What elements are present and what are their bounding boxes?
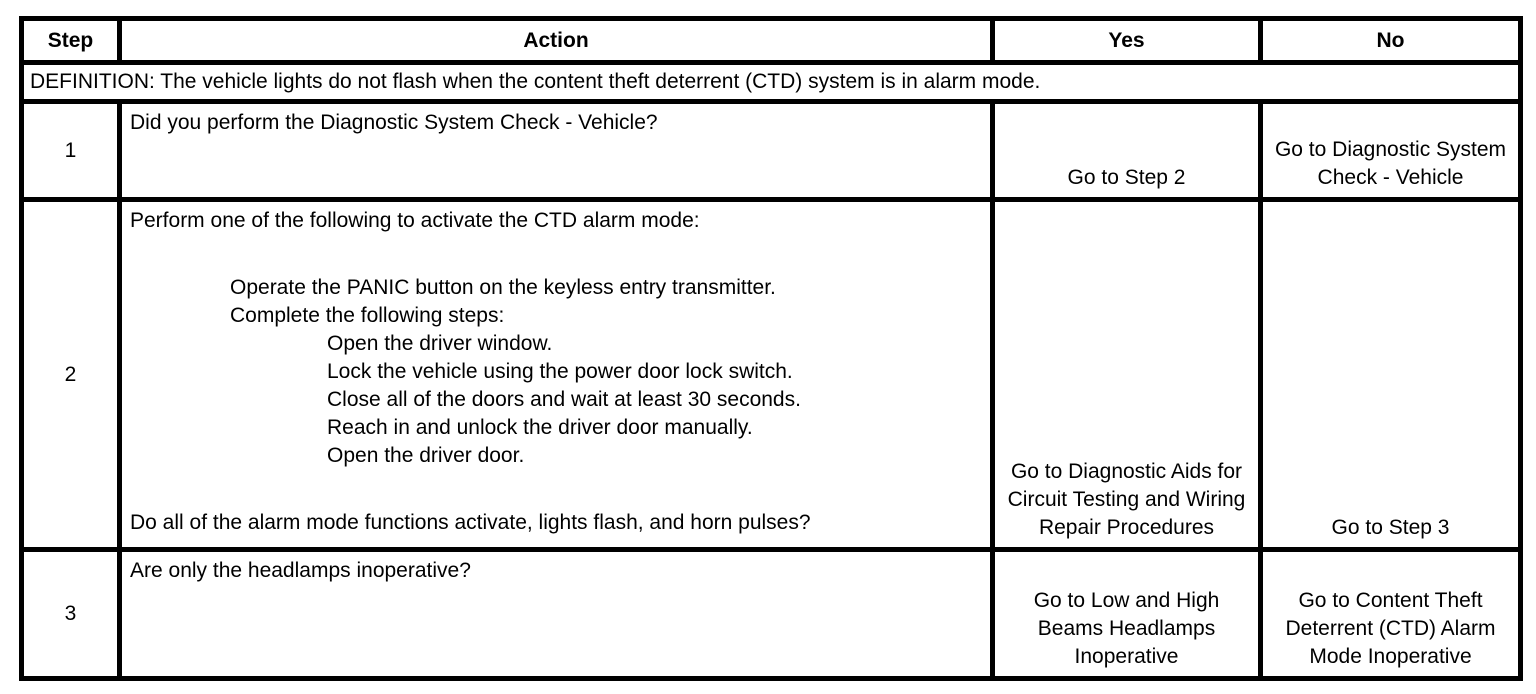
table-row: 1 Did you perform the Diagnostic System … xyxy=(19,99,1523,202)
header-row: Step Action Yes No xyxy=(19,16,1523,65)
no-cell-row-1: Go to Diagnostic System Check - Vehicle xyxy=(1258,99,1523,202)
action-sub-sub-step: Open the driver door. xyxy=(327,444,525,467)
no-cell-row-2: Go to Step 3 xyxy=(1258,197,1523,552)
step-number-2: 2 xyxy=(19,197,122,552)
definition-row: DEFINITION: The vehicle lights do not fl… xyxy=(19,60,1523,104)
action-question-line: Do all of the alarm mode functions activ… xyxy=(130,511,811,534)
table-row: 2 Perform one of the following to activa… xyxy=(19,197,1523,552)
action-cell-row-3: Are only the headlamps inoperative? xyxy=(117,547,995,681)
definition-text: DEFINITION: The vehicle lights do not fl… xyxy=(19,60,1523,104)
step-number-1: 1 xyxy=(19,99,122,202)
action-sub-sub-step: Reach in and unlock the driver door manu… xyxy=(327,416,753,439)
action-cell-row-2: Perform one of the following to activate… xyxy=(117,197,995,552)
action-cell-row-1: Did you perform the Diagnostic System Ch… xyxy=(117,99,995,202)
no-cell-row-3: Go to Content Theft Deterrent (CTD) Alar… xyxy=(1258,547,1523,681)
yes-cell-row-1: Go to Step 2 xyxy=(990,99,1263,202)
diagnostic-table: Step Action Yes No DEFINITION: The vehic… xyxy=(19,16,1523,681)
action-column-header: Action xyxy=(117,16,995,65)
action-sub-sub-step: Open the driver window. xyxy=(327,332,553,355)
action-sub-step: Complete the following steps: xyxy=(230,304,505,327)
step-column-header: Step xyxy=(19,16,122,65)
spacer xyxy=(130,235,980,274)
no-column-header: No xyxy=(1258,16,1523,65)
table-row: 3 Are only the headlamps inoperative? Go… xyxy=(19,547,1523,681)
step-number-3: 3 xyxy=(19,547,122,681)
yes-column-header: Yes xyxy=(990,16,1263,65)
diagnostic-table-container: Step Action Yes No DEFINITION: The vehic… xyxy=(19,16,1523,681)
action-sub-step: Operate the PANIC button on the keyless … xyxy=(230,276,776,299)
yes-cell-row-3: Go to Low and High Beams Headlamps Inope… xyxy=(990,547,1263,681)
action-sub-sub-step: Lock the vehicle using the power door lo… xyxy=(327,360,793,383)
action-content-row-2: Perform one of the following to activate… xyxy=(130,207,980,537)
action-intro-line: Perform one of the following to activate… xyxy=(130,209,700,232)
action-sub-sub-step: Close all of the doors and wait at least… xyxy=(327,388,801,411)
yes-cell-row-2: Go to Diagnostic Aids for Circuit Testin… xyxy=(990,197,1263,552)
